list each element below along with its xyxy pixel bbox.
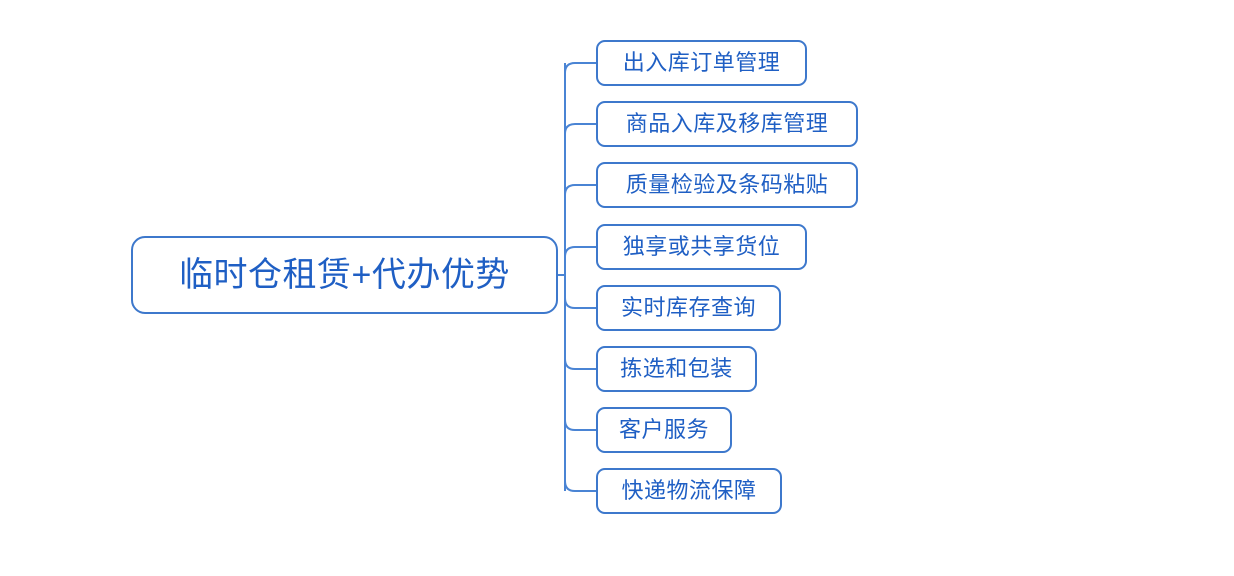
branch-node-label: 客户服务: [618, 417, 709, 442]
root-node[interactable]: 临时仓租赁+代办优势: [131, 236, 558, 314]
branch-node[interactable]: 客户服务: [596, 407, 732, 453]
branch-node-label: 质量检验及条码粘贴: [625, 172, 829, 197]
branch-node-label: 拣选和包装: [620, 356, 733, 381]
branch-node[interactable]: 拣选和包装: [596, 346, 757, 392]
branch-connector: [564, 123, 596, 135]
branch-node-label: 商品入库及移库管理: [625, 111, 829, 136]
branch-connector: [564, 358, 596, 370]
branch-connector: [564, 297, 596, 309]
branch-node-label: 独享或共享货位: [622, 234, 781, 259]
branch-connector: [564, 480, 596, 492]
branch-node[interactable]: 快递物流保障: [596, 468, 782, 514]
branch-connector: [564, 62, 596, 74]
branch-node[interactable]: 出入库订单管理: [596, 40, 807, 86]
branch-node-label: 快递物流保障: [621, 478, 757, 503]
branch-connector: [564, 184, 596, 196]
branch-node[interactable]: 商品入库及移库管理: [596, 101, 858, 147]
branch-connector: [564, 419, 596, 431]
branch-node-label: 出入库订单管理: [622, 50, 781, 75]
branch-node[interactable]: 独享或共享货位: [596, 224, 807, 270]
branch-node[interactable]: 实时库存查询: [596, 285, 781, 331]
branch-connector: [564, 246, 596, 258]
root-node-label: 临时仓租赁+代办优势: [179, 256, 510, 294]
branch-node[interactable]: 质量检验及条码粘贴: [596, 162, 858, 208]
branch-node-label: 实时库存查询: [620, 295, 756, 320]
